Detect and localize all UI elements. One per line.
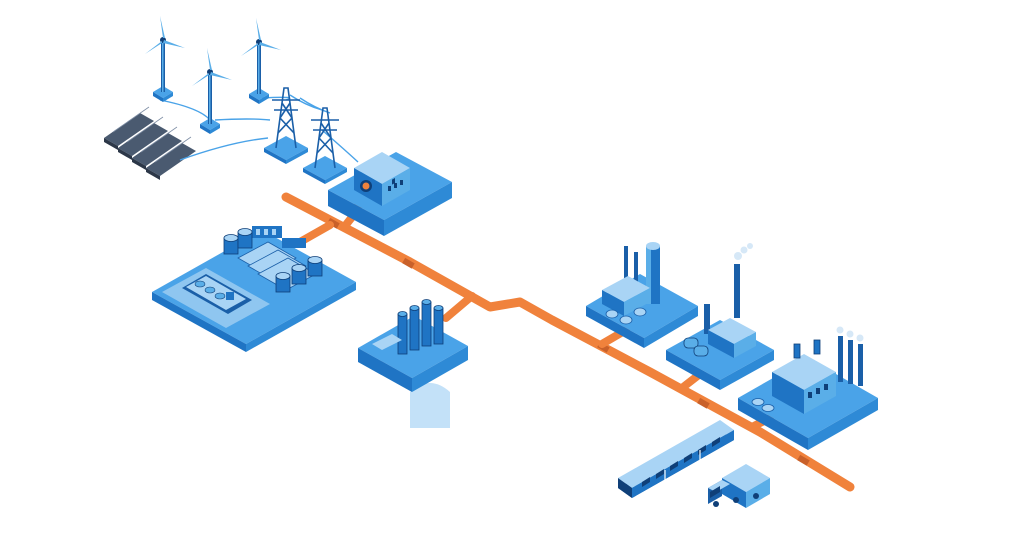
tanker-ship-icon	[182, 274, 252, 314]
solar-panel-icon	[146, 143, 196, 180]
storage-tank-icon	[223, 228, 323, 293]
transmission-towers	[264, 87, 347, 184]
port-terminal	[152, 226, 356, 352]
train-icon	[618, 420, 734, 498]
pipeline	[281, 184, 855, 492]
power-station-icon	[328, 152, 452, 236]
wind-turbine-icon	[241, 18, 281, 104]
pipeline-branch-storage	[442, 292, 476, 322]
main-pipeline	[281, 192, 855, 492]
power-plant	[666, 243, 774, 390]
solar-panels	[104, 106, 196, 180]
factory-icon	[751, 326, 864, 414]
industrial-factory	[738, 326, 878, 450]
solar-panel-icon	[118, 123, 168, 160]
solar-panel-icon	[132, 133, 182, 170]
pylon-icon	[264, 87, 308, 164]
solar-panel-icon	[104, 113, 154, 150]
truck-icon	[708, 464, 770, 508]
pylon-icon	[303, 107, 347, 184]
refinery-icon	[602, 242, 660, 325]
storage-tank-icon	[372, 299, 444, 355]
wind-turbine-icon	[192, 48, 232, 134]
smokestack-factory-icon	[683, 243, 756, 358]
refinery	[586, 242, 698, 348]
wind-turbines	[145, 16, 281, 134]
wind-turbine-icon	[145, 16, 185, 102]
storage-facility	[358, 299, 468, 428]
